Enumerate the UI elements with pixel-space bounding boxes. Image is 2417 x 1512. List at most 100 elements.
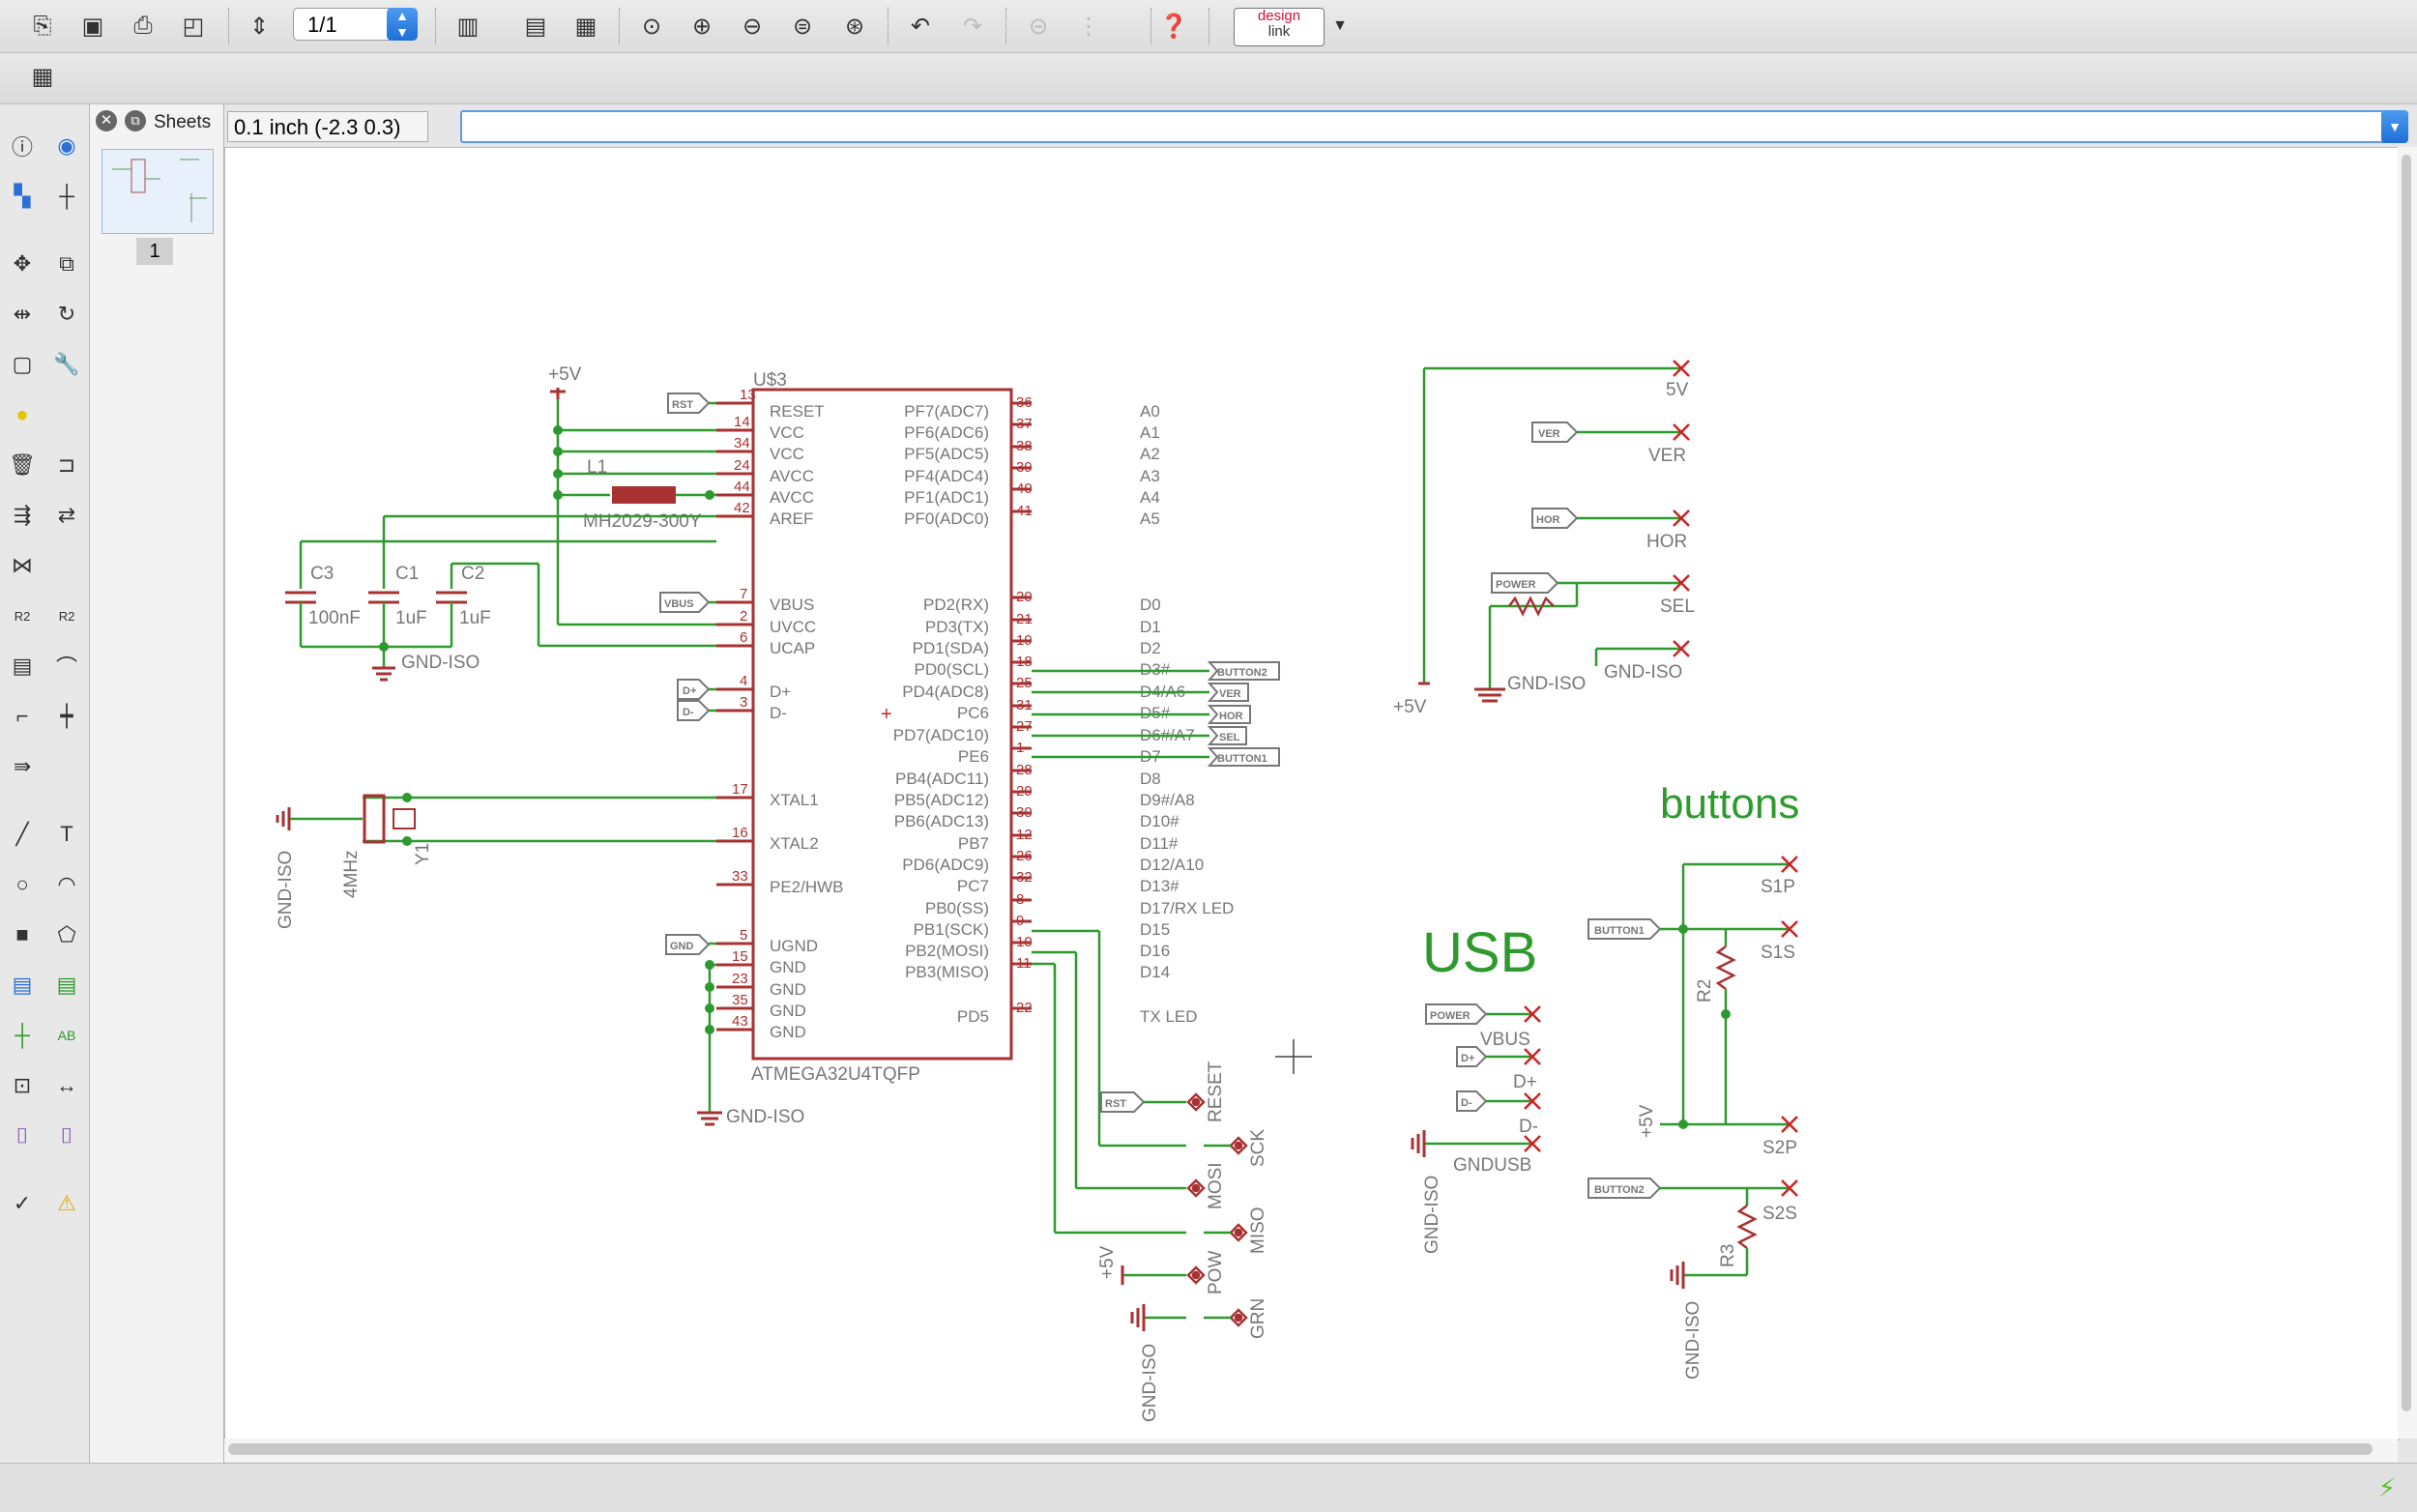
value-icon[interactable]: R2 [58, 608, 75, 624]
close-icon[interactable]: ✕ [96, 110, 117, 131]
horizontal-scroll-thumb[interactable] [228, 1443, 2373, 1455]
optimize-icon[interactable]: ⇛ [13, 754, 32, 778]
module-icon[interactable]: ⌷ [60, 1123, 73, 1148]
invoke-icon[interactable]: ┿ [60, 704, 73, 728]
svg-text:MOSI: MOSI [1206, 1162, 1226, 1209]
layers-icon[interactable]: ▥ [456, 13, 480, 40]
svg-text:PD3(TX): PD3(TX) [925, 618, 989, 636]
io-tags: BUTTON2 VER HOR SEL BUTTON1 [1032, 661, 1280, 767]
script-icon[interactable]: ▤ [524, 13, 547, 40]
zoom-redraw-icon[interactable]: ⊛ [844, 13, 865, 40]
arc-icon[interactable]: ◠ [57, 872, 76, 896]
junction-icon[interactable]: ┼ [15, 1023, 30, 1047]
label-icon[interactable]: AB [57, 1028, 76, 1043]
undo-icon[interactable]: ↶ [910, 13, 931, 40]
sheet-icon[interactable]: ⇕ [248, 13, 270, 40]
miter-icon[interactable]: ⌒ [55, 655, 77, 680]
smash-icon[interactable]: ▤ [12, 654, 33, 678]
mark-icon[interactable]: ┼ [59, 184, 74, 208]
svg-text:8: 8 [1016, 891, 1024, 908]
show-icon[interactable]: ◉ [57, 133, 76, 158]
polygon-icon[interactable]: ⬠ [57, 922, 76, 946]
sheet-stepper[interactable]: ▲▼ [387, 8, 418, 41]
delete-icon[interactable]: 🗑 [9, 452, 36, 477]
paste-icon[interactable]: ● [15, 402, 29, 426]
u3-part: ATMEGA32U4TQFP [751, 1064, 920, 1085]
svg-text:GND-ISO: GND-ISO [1507, 674, 1586, 694]
run-icon[interactable]: ▦ [574, 13, 597, 40]
sheet-number[interactable]: 1 [136, 238, 173, 265]
dimension-icon[interactable]: ↔ [56, 1073, 77, 1097]
erc-icon[interactable]: ✓ [13, 1191, 32, 1215]
grid-icon[interactable]: ▦ [31, 63, 54, 90]
gateswap-icon[interactable]: ⋈ [12, 553, 33, 577]
zoom-select-icon[interactable]: ⊜ [792, 13, 813, 40]
schematic-canvas[interactable]: .w{stroke:#2e9a2e;stroke-width:2.5;fill:… [224, 147, 2400, 1440]
group-icon[interactable]: ▢ [12, 352, 33, 376]
svg-text:BUTTON1: BUTTON1 [1217, 753, 1267, 765]
svg-text:11: 11 [1016, 955, 1032, 972]
u3-body[interactable] [751, 388, 1013, 1061]
cursor-crosshair [1275, 1039, 1312, 1074]
sheet-thumbnail[interactable] [102, 149, 214, 234]
rotate-icon[interactable]: ↻ [57, 302, 76, 326]
svg-text:UGND: UGND [770, 937, 818, 955]
rect-icon[interactable]: ■ [15, 922, 29, 946]
replace-icon[interactable]: ⇄ [57, 503, 76, 527]
svg-text:BUTTON1: BUTTON1 [1594, 925, 1645, 937]
svg-text:5: 5 [740, 927, 747, 944]
svg-text:41: 41 [1016, 503, 1033, 519]
copy-icon[interactable]: ⧉ [59, 251, 74, 276]
svg-text:PC7: PC7 [957, 877, 989, 895]
svg-text:PF6(ADC6): PF6(ADC6) [904, 423, 989, 442]
circle-icon[interactable]: ○ [15, 872, 29, 896]
command-history-dropdown[interactable]: ▼ [2381, 110, 2408, 143]
svg-text:D16: D16 [1140, 942, 1170, 960]
help-icon[interactable]: ❓ [1159, 13, 1188, 40]
pinswap-icon[interactable]: ⇶ [13, 503, 32, 527]
print-icon[interactable]: ⎙ [133, 13, 153, 39]
svg-text:D0: D0 [1140, 596, 1161, 614]
frame-icon[interactable]: ⌷ [15, 1123, 29, 1148]
command-line-input[interactable] [460, 110, 2394, 143]
svg-text:24: 24 [734, 457, 750, 474]
errors-icon[interactable]: ⚠ [57, 1191, 76, 1215]
detach-icon[interactable]: ⧉ [125, 110, 146, 131]
display-icon[interactable]: ▚ [14, 184, 31, 208]
split-icon[interactable]: ⌐ [15, 704, 29, 728]
open-icon[interactable]: ⎘ [33, 13, 52, 39]
svg-text:13: 13 [740, 387, 756, 403]
zoom-in-icon[interactable]: ⊕ [691, 13, 713, 40]
mirror-icon[interactable]: ⇹ [13, 302, 32, 326]
vertical-scroll-thumb[interactable] [2402, 155, 2411, 1411]
svg-text:PD2(RX): PD2(RX) [923, 596, 989, 614]
attribute-icon[interactable]: ⊡ [13, 1073, 32, 1097]
cam-icon[interactable]: ◰ [182, 13, 205, 40]
name-icon[interactable]: R2 [14, 608, 31, 624]
move-icon[interactable]: ✥ [13, 251, 32, 276]
go-icon[interactable]: ⋮ [1077, 13, 1100, 40]
svg-text:C1: C1 [395, 564, 419, 584]
svg-text:19: 19 [1016, 632, 1033, 649]
redo-icon[interactable]: ↷ [962, 13, 983, 40]
change-icon[interactable]: 🔧 [53, 352, 80, 376]
svg-text:RESET: RESET [1206, 1061, 1226, 1122]
save-icon[interactable]: ▣ [81, 13, 104, 40]
wire-icon[interactable]: ╱ [15, 822, 29, 846]
svg-text:PF0(ADC0): PF0(ADC0) [904, 509, 989, 528]
zoom-out-icon[interactable]: ⊖ [742, 13, 763, 40]
chevron-down-icon[interactable]: ▼ [1332, 17, 1348, 34]
power-nets: +5V L1 MH2029-300Y C3 C1 C2 100 [285, 364, 716, 682]
add-icon[interactable]: ⊐ [57, 452, 76, 477]
net-icon[interactable]: ▤ [56, 973, 77, 997]
svg-text:4: 4 [740, 673, 747, 689]
zoom-fit-icon[interactable]: ⊙ [641, 13, 662, 40]
stop-icon[interactable]: ⊝ [1028, 13, 1049, 40]
info-icon[interactable]: ⓘ [11, 135, 33, 160]
svg-text:GND: GND [670, 941, 694, 952]
text-icon[interactable]: T [60, 822, 73, 846]
svg-text:7: 7 [740, 586, 747, 602]
designlink-button[interactable]: design link [1234, 8, 1325, 46]
svg-text:43: 43 [732, 1013, 748, 1030]
bus-icon[interactable]: ▤ [12, 973, 33, 997]
